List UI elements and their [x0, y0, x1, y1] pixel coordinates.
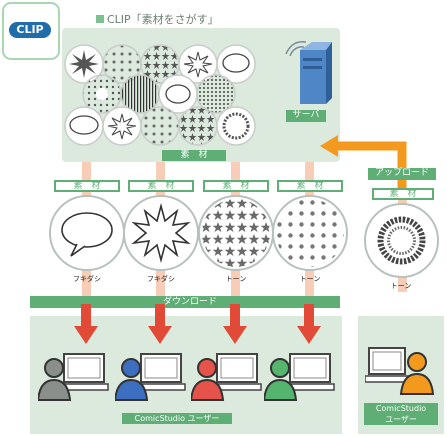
upload-label: アップロード — [368, 168, 436, 180]
square-bullet-icon — [96, 15, 104, 23]
server-icon — [285, 41, 332, 104]
material-caption-2: フキダシ — [146, 275, 176, 283]
star-tone-icon — [202, 199, 270, 267]
server-label: サーバ — [286, 110, 326, 122]
user-gray-icon — [38, 353, 109, 401]
material-tag-1: 素 材 — [54, 180, 120, 192]
material-caption-3: トーン — [225, 275, 247, 283]
material-tag-2: 素 材 — [128, 180, 194, 192]
upload-material-circle — [364, 203, 439, 278]
clip-logo: CLIP — [9, 22, 51, 38]
user-orange-icon — [365, 347, 435, 395]
material-caption-4: トーン — [299, 275, 321, 283]
speech-bubble-icon — [61, 212, 113, 257]
download-bar — [30, 296, 340, 308]
download-users-label: ComicStudio ユーザー — [122, 413, 232, 424]
upload-caption: トーン — [390, 282, 412, 290]
dot-tone-icon — [276, 199, 344, 267]
starburst-bubble-icon — [131, 202, 191, 264]
clip-title: CLIP「素材をさがす」 — [96, 11, 219, 27]
material-tag-3: 素 材 — [203, 180, 269, 192]
download-arrows — [74, 304, 321, 344]
upload-material-tag: 素 材 — [372, 188, 434, 200]
upload-user-label-line1: ComicStudio — [375, 404, 427, 413]
ring-tone-icon — [377, 216, 426, 265]
user-green-icon — [264, 353, 335, 401]
user-red-icon — [191, 353, 262, 401]
user-blue-icon — [115, 353, 186, 401]
upload-user-label-line2: ユーザー — [385, 415, 417, 424]
download-label: ダウンロード — [162, 297, 217, 307]
material-caption-1: フキダシ — [72, 275, 102, 283]
clip-material-label: 素 材 — [162, 150, 226, 161]
material-mosaic — [64, 44, 256, 146]
material-tag-4: 素 材 — [277, 180, 343, 192]
clip-title-text: CLIP「素材をさがす」 — [107, 13, 219, 26]
upload-user-label: ComicStudio ユーザー — [364, 403, 438, 425]
